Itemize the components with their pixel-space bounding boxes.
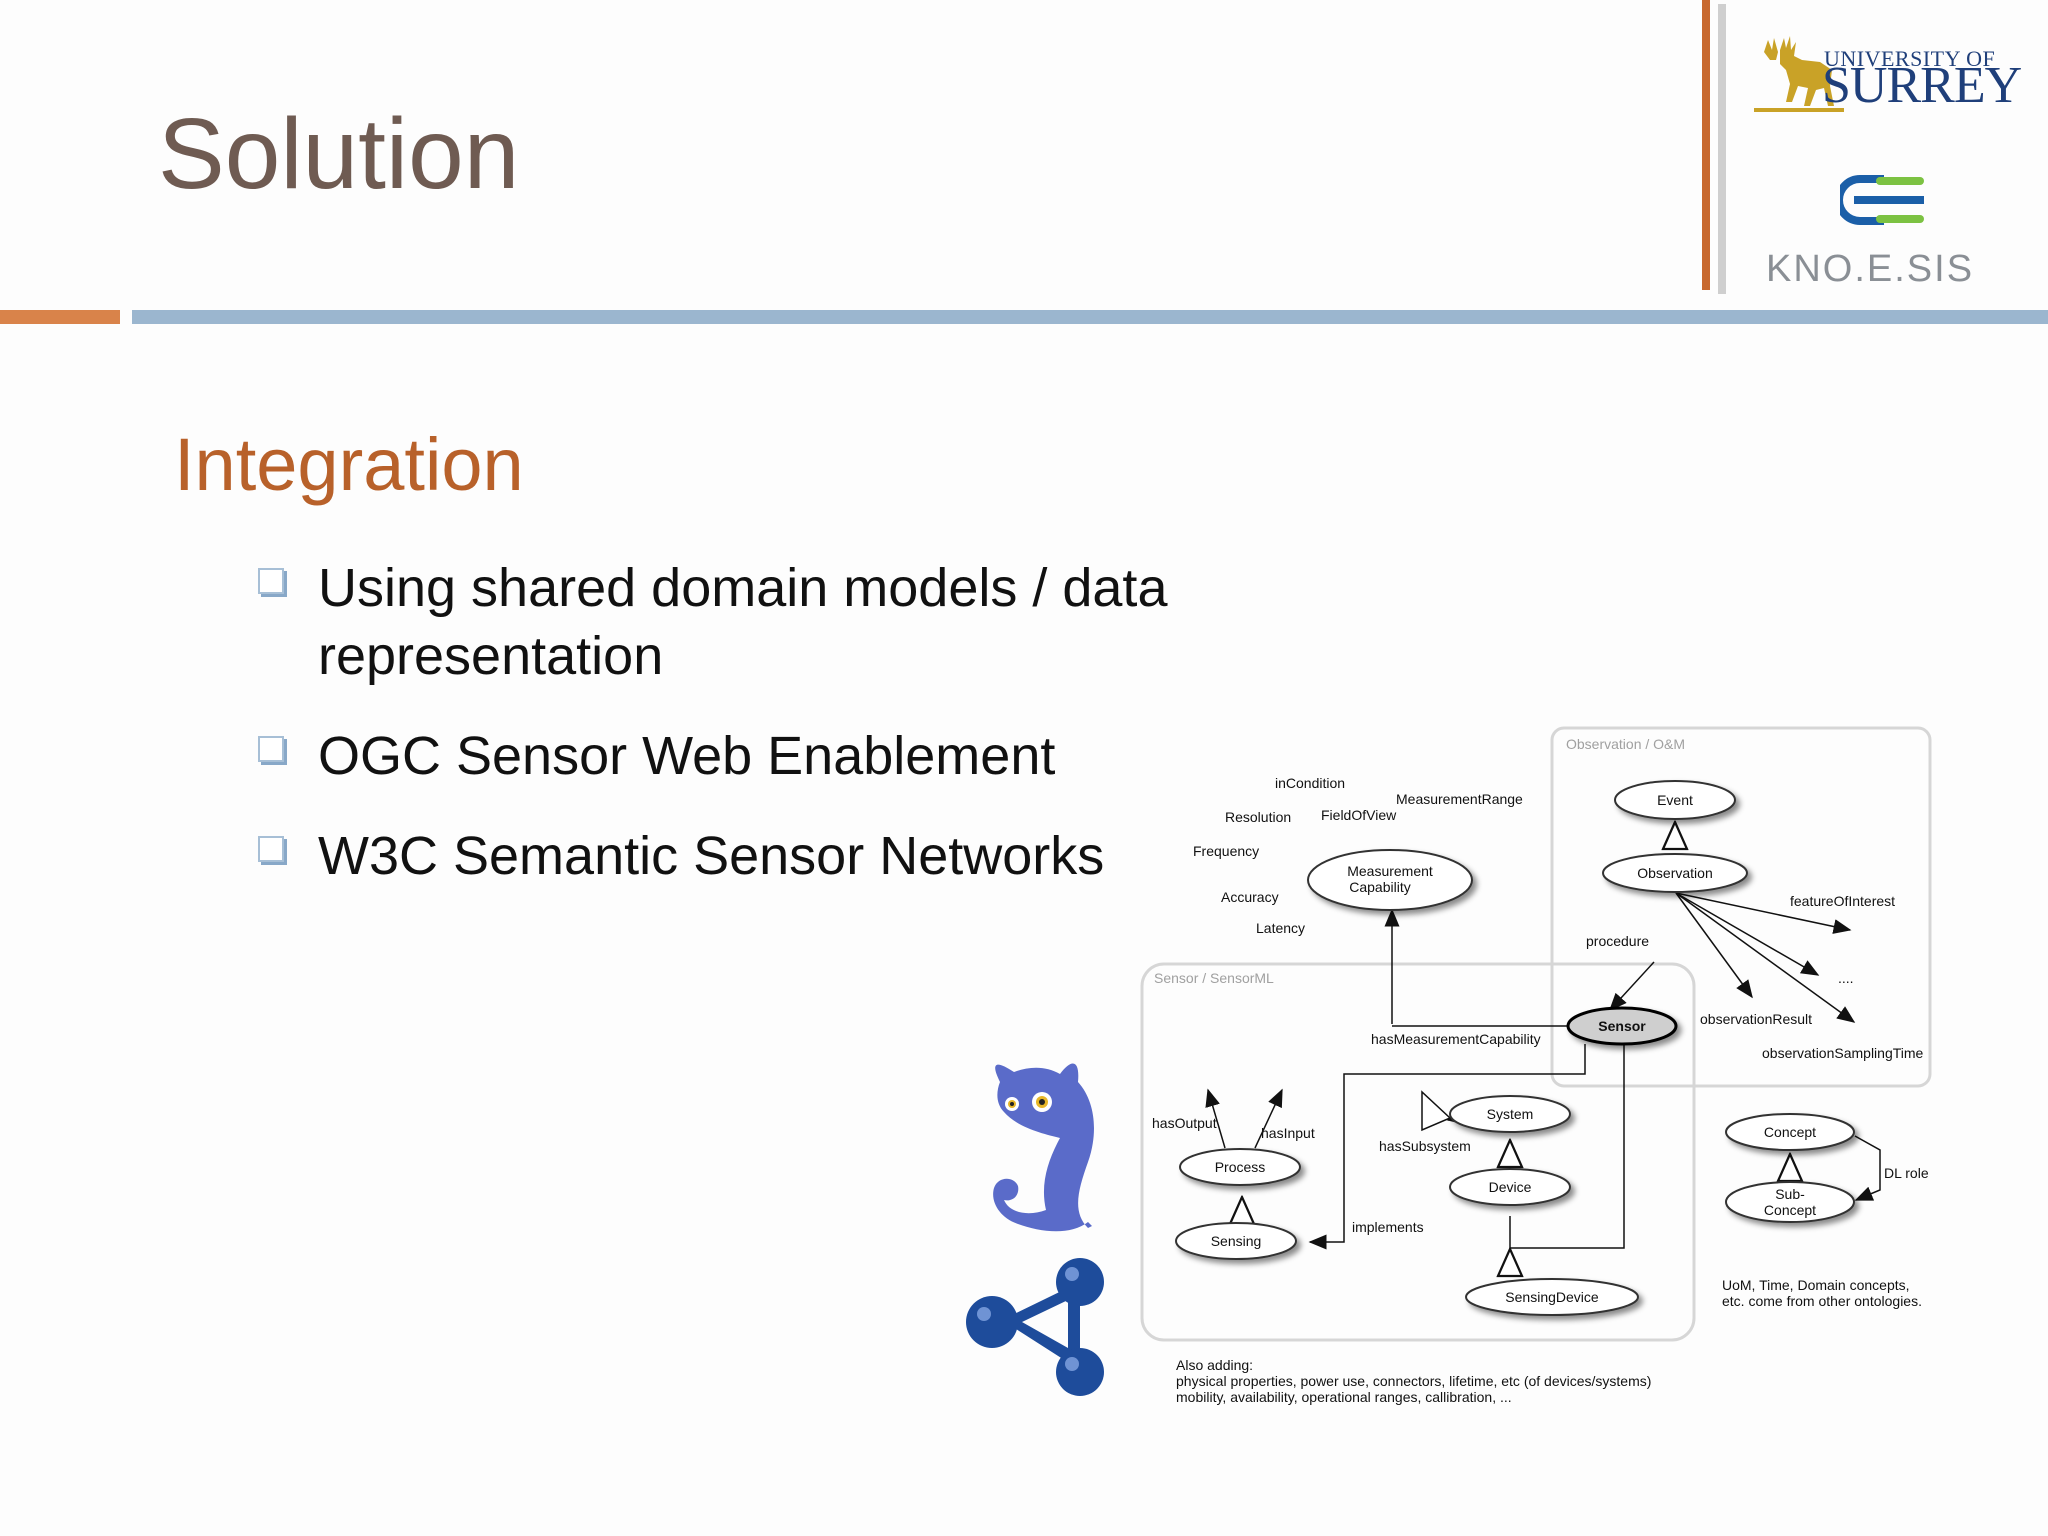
title-underline-orange [0, 310, 120, 324]
label-procedure: procedure [1586, 933, 1649, 949]
bullet-checkbox-icon [258, 836, 284, 862]
node-observation [1602, 853, 1748, 893]
note-also-line2: physical properties, power use, connecto… [1176, 1373, 1651, 1389]
node-sensor [1566, 1006, 1678, 1046]
node-system [1449, 1095, 1571, 1133]
diagram-nodes [1175, 780, 1855, 1316]
observation-group-label: Observation / O&M [1566, 736, 1685, 752]
node-concept [1725, 1113, 1855, 1151]
label-latency: Latency [1256, 920, 1305, 936]
label-feature-of-interest: featureOfInterest [1790, 893, 1895, 909]
node-label-device: Device [1489, 1179, 1532, 1195]
note-also-line1: Also adding: [1176, 1357, 1253, 1373]
node-sensing-device [1465, 1278, 1639, 1316]
section-subtitle: Integration [174, 423, 524, 506]
bullet-text: OGC Sensor Web Enablement [318, 726, 1056, 786]
node-label-event: Event [1657, 792, 1693, 808]
label-in-condition: inCondition [1275, 775, 1345, 791]
sensor-group-label: Sensor / SensorML [1154, 970, 1274, 986]
node-sensing [1175, 1222, 1297, 1260]
surrey-logo-line2: SURREY [1822, 57, 2022, 114]
node-label-sensing-device: SensingDevice [1505, 1289, 1599, 1305]
subsystem-arrowhead [1421, 1090, 1452, 1132]
node-label-capability: Capability [1349, 879, 1410, 895]
node-label-sensing: Sensing [1211, 1233, 1262, 1249]
knoesis-e-icon [1840, 175, 1924, 225]
surrey-logo-line1: UNIVERSITY OF [1824, 46, 1996, 71]
node-label-sub-concept: Concept [1764, 1202, 1816, 1218]
node-label-process: Process [1215, 1159, 1266, 1175]
label-observation-result: observationResult [1700, 1011, 1812, 1027]
bullet-checkbox-icon [258, 568, 284, 594]
label-has-subsystem: hasSubsystem [1379, 1138, 1471, 1154]
header-divider-gray [1718, 4, 1726, 294]
bullet-text: Using shared domain models / data repres… [318, 558, 1168, 686]
diagram-edges [1205, 822, 1881, 1276]
node-sub-concept [1725, 1181, 1855, 1223]
label-has-measurement-capability: hasMeasurementCapability [1371, 1031, 1541, 1047]
node-label-observation: Observation [1637, 865, 1712, 881]
knoesis-logo-text: KNO.E.SIS [1766, 248, 1975, 290]
slide-title: Solution [158, 98, 520, 210]
label-ellipsis: .... [1838, 970, 1854, 986]
title-underline-blue [132, 310, 2048, 324]
owl-icon [993, 1063, 1094, 1232]
header-divider-orange [1702, 0, 1710, 290]
bullet-checkbox-icon [258, 736, 284, 762]
node-device [1449, 1168, 1571, 1206]
label-observation-sampling-time: observationSamplingTime [1762, 1045, 1924, 1061]
bullet-item: OGC Sensor Web Enablement [258, 722, 1248, 790]
node-measurement-capability [1307, 849, 1473, 911]
label-has-input: hasInput [1261, 1125, 1315, 1141]
note-uom-line1: UoM, Time, Domain concepts, [1722, 1277, 1910, 1293]
bullet-item: Using shared domain models / data repres… [258, 554, 1248, 690]
bullet-text: W3C Semantic Sensor Networks [318, 826, 1105, 886]
node-process [1179, 1148, 1301, 1186]
sensor-group-box [1140, 962, 1696, 1342]
note-also-line3: mobility, availability, operational rang… [1176, 1389, 1512, 1405]
label-field-of-view: FieldOfView [1321, 807, 1397, 823]
label-has-output: hasOutput [1152, 1115, 1217, 1131]
label-frequency: Frequency [1193, 843, 1259, 859]
observation-group-box [1550, 726, 1932, 1088]
label-accuracy: Accuracy [1221, 889, 1279, 905]
rdf-network-icon [966, 1258, 1104, 1396]
node-label-concept: Concept [1764, 1124, 1816, 1140]
label-resolution: Resolution [1225, 809, 1291, 825]
node-label-sensor: Sensor [1598, 1018, 1646, 1034]
node-label-measurement: Measurement [1347, 863, 1433, 879]
node-label-sub: Sub- [1775, 1186, 1805, 1202]
note-uom-line2: etc. come from other ontologies. [1722, 1293, 1922, 1309]
node-label-system: System [1487, 1106, 1534, 1122]
surrey-stag-icon [1754, 36, 1844, 112]
label-measurement-range: MeasurementRange [1396, 791, 1523, 807]
label-implements: implements [1352, 1219, 1424, 1235]
node-event [1614, 780, 1736, 820]
label-dl-role: DL role [1884, 1165, 1929, 1181]
bullet-item: W3C Semantic Sensor Networks [258, 822, 1248, 890]
